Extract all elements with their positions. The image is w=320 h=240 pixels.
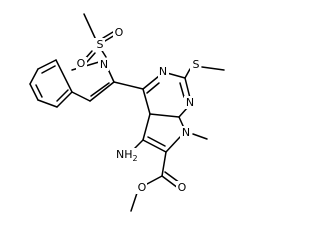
bond-c7a-c4a (149, 113, 180, 118)
atom-label-pyrimidine-n-right: N (186, 96, 194, 109)
bond-benzo-2 (29, 68, 39, 85)
bond-benzo-inner-3 (56, 89, 69, 102)
bond-oester-methyl (130, 192, 138, 212)
atom-sulfonyl-s: S (94, 38, 105, 51)
bond-benzo-inner-2 (35, 84, 43, 98)
bond-c2-n1 (184, 77, 191, 99)
atom-label-pyrimidine-n-top: N (159, 65, 167, 78)
bond-c2-c3-inner (90, 82, 110, 97)
atom-label-thio-s: S (193, 58, 200, 71)
atom-label-pyrrole-n: N (182, 126, 190, 139)
atom-label-amino-sub: 2 (133, 154, 138, 163)
bond-c3-c3a (71, 91, 91, 102)
atom-pyrimidine-n-right: N (184, 96, 195, 109)
bond-c2-sthio (184, 68, 191, 79)
bond-benzo-inner-1 (41, 65, 56, 74)
bond-n3-c2 (166, 72, 186, 79)
atom-labels: S O O N S N N N (76, 26, 201, 194)
bond-c4a-c4 (142, 88, 151, 115)
bond-carbonyl-oester (146, 175, 163, 185)
bond-sthio-methyl (201, 66, 225, 71)
atom-label-sulfonyl-o-right: O (115, 26, 124, 39)
bond-c4-n3 (142, 75, 160, 90)
atom-label-sulfonyl-s: S (97, 38, 104, 51)
bond-methyl-sulfonyl (83, 13, 97, 41)
atom-label-ester-o: O (138, 181, 147, 194)
atom-label-amino-nh: NH (116, 148, 133, 161)
bond-benzo-4 (37, 99, 58, 108)
molecule-structure: S O O N S N N N (29, 13, 225, 212)
atom-indole-n: N (98, 58, 109, 71)
bond-c5-c6 (142, 139, 167, 153)
bond-carbonyl-co (161, 175, 179, 189)
atom-thio-s: S (190, 58, 201, 71)
atom-pyrrole-n: N (180, 126, 191, 139)
bonds (29, 13, 225, 212)
bond-sulfonyl-o-right (102, 31, 114, 39)
atom-amino: NH2 (113, 148, 140, 163)
bond-benzo-6 (55, 59, 73, 93)
bond-c4a-c5 (142, 113, 151, 141)
atom-sulfonyl-o-left: O (76, 57, 87, 70)
bond-benzo-3 (29, 83, 39, 101)
bond-c6-n7 (165, 136, 181, 153)
atom-label-sulfonyl-o-left: O (77, 57, 86, 70)
atom-ester-o: O (136, 181, 147, 194)
atom-label-carbonyl-o: O (178, 181, 187, 194)
bond-c5-c6-inner (147, 136, 166, 147)
bond-indole-pyrimidine (113, 81, 144, 90)
atom-label-indole-n: N (100, 58, 108, 71)
bond-c4-n3-inner (146, 82, 160, 94)
bond-n7-methyl (192, 133, 208, 140)
bond-c6-carbonyl-c (161, 151, 167, 177)
atom-carbonyl-o: O (176, 181, 187, 194)
atom-sulfonyl-o-right: O (113, 26, 124, 39)
bond-n-c2 (107, 68, 115, 83)
bond-c2-n1-inner (179, 82, 185, 98)
bond-sulfonyl-o-left-2 (86, 52, 96, 63)
bond-c2-c3 (89, 81, 115, 102)
atom-label-amino: NH2 (116, 148, 138, 163)
atom-pyrimidine-n-top: N (158, 65, 169, 78)
bond-benzo-5 (56, 91, 73, 108)
bond-benzo-1 (37, 59, 57, 70)
